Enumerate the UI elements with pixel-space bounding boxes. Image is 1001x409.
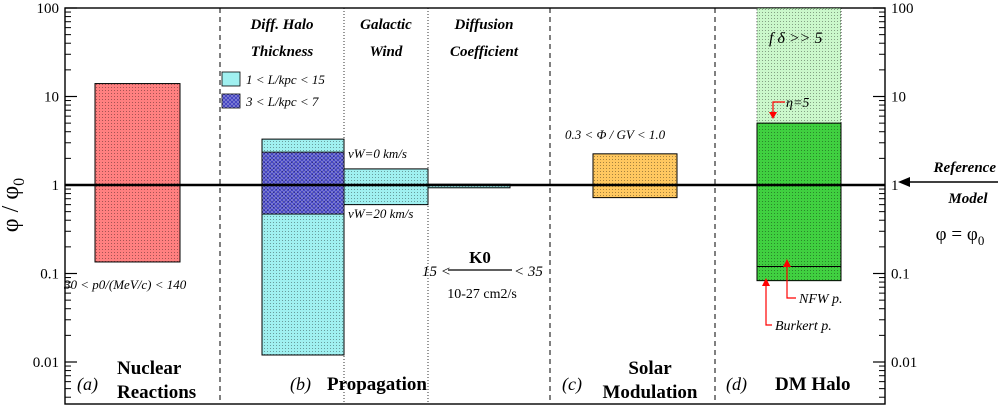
phi-equals-text: φ = φ	[936, 224, 978, 245]
y-tick-label-right: 0.1	[891, 267, 910, 283]
header-wind-line2: Wind	[370, 44, 403, 60]
y-tick-label-left: 0.01	[33, 355, 59, 371]
panel-c-name-line2: Modulation	[602, 382, 697, 403]
y-tick-label-right: 10	[891, 90, 906, 106]
legend: 1 < L/kpc < 15 3 < L/kpc < 7	[221, 71, 325, 109]
panel-b-tag: (b)	[290, 374, 311, 395]
panel-b-name: Propagation	[327, 374, 427, 395]
data-boxes	[94, 7, 842, 356]
k0-range-left: 15 <	[422, 264, 451, 280]
k0-range-right: < 35	[514, 264, 543, 280]
y-tick-label-right: 100	[891, 1, 914, 17]
box-galactic-wind	[343, 168, 429, 206]
panel-a-tag: (a)	[77, 374, 98, 395]
y-axis-label: φ / φ0	[0, 178, 28, 232]
panel-d-name: DM Halo	[775, 374, 850, 395]
burkert-arrowhead	[762, 278, 770, 286]
y-tick-label-left: 0.1	[40, 267, 59, 283]
nfw-arrowhead	[783, 259, 791, 267]
y-tick-label-left: 100	[37, 1, 60, 17]
nfw-label: NFW p.	[798, 292, 843, 307]
y-tick-label-right: 1	[891, 178, 899, 194]
y-axis-label-text: φ / φ	[0, 186, 24, 232]
k0-units: 10-27 cm2/s	[447, 287, 517, 302]
eta-arrowhead	[769, 112, 777, 119]
box-textures	[95, 8, 841, 355]
y-tick-label-right: 0.01	[891, 355, 917, 371]
box-solar-modulation	[592, 153, 678, 199]
phi-equals-label: φ = φ0	[936, 224, 985, 248]
box-halo-thickness-narrow	[261, 151, 345, 215]
nfw-arrow	[786, 262, 796, 299]
vw-low-label: vW=0 km/s	[348, 146, 407, 161]
header-diffusion-line1: Diffusion	[454, 17, 514, 33]
nuclear-range-label: 30 < p0/(MeV/c) < 140	[63, 277, 187, 292]
panel-a-name-line1: Nuclear	[117, 358, 182, 379]
y-tick-label-left: 10	[44, 90, 59, 106]
panel-a-name-line2: Reactions	[117, 382, 196, 403]
y-axis-ticks: 100 100 10 10 1 1 0.1 0.1 0.01 0.01	[33, 1, 917, 398]
burkert-arrow	[765, 281, 772, 326]
box-dm-halo	[756, 122, 842, 282]
panel-d-tag: (d)	[726, 374, 747, 395]
y-tick-label-left: 1	[52, 178, 60, 194]
k0-symbol: K0	[469, 248, 491, 267]
panel-c-name-line1: Solar	[628, 358, 672, 379]
legend-swatch-wide	[221, 71, 241, 87]
burkert-label: Burkert p.	[775, 319, 832, 334]
panel-c-tag: (c)	[562, 374, 582, 395]
f-delta-label: f δ >> 5	[769, 30, 822, 47]
legend-text-narrow: 3 < L/kpc < 7	[245, 94, 319, 109]
reference-arrowhead	[898, 177, 910, 187]
header-halo-line1: Diff. Halo	[249, 17, 313, 33]
box-nuclear-reactions	[94, 83, 181, 263]
solar-range-label: 0.3 < Φ / GV < 1.0	[565, 127, 666, 142]
reference-label-line1: Reference	[933, 160, 997, 176]
header-halo-line2: Thickness	[251, 44, 314, 60]
legend-text-wide: 1 < L/kpc < 15	[246, 72, 325, 87]
eta-label: η=5	[786, 96, 809, 111]
reference-label-line2: Model	[947, 191, 988, 207]
plot-frame	[64, 7, 886, 405]
header-diffusion-line2: Coefficient	[450, 44, 519, 60]
vw-high-label: vW=20 km/s	[348, 206, 413, 221]
header-wind-line1: Galactic	[360, 17, 412, 33]
